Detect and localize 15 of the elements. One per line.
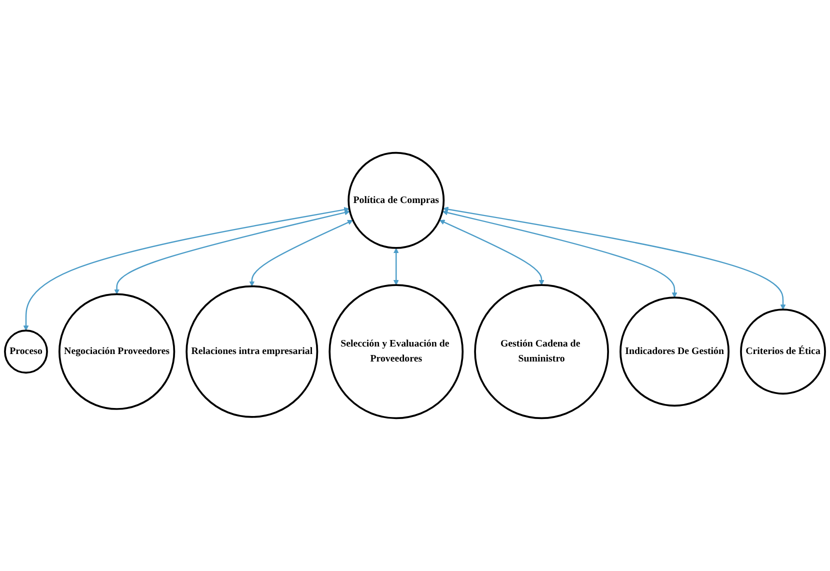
- arrow: [114, 210, 350, 294]
- node-circle: Selección y Evaluación de Proveedores: [328, 284, 464, 420]
- arrow: [443, 206, 786, 310]
- node-circle: Gestión Cadena de Suministro: [474, 284, 610, 420]
- arrow: [439, 220, 544, 286]
- node-circle: Negociación Proveedores: [58, 293, 176, 410]
- node-circle: Indicadores De Gestión: [620, 296, 730, 407]
- node-circle: Relaciones intra empresarial: [186, 285, 318, 418]
- arrow: [393, 248, 399, 286]
- arrow: [249, 220, 353, 287]
- node-circle: Criterios de Ética: [740, 308, 826, 395]
- arrow: [442, 210, 678, 298]
- node-circle: Proceso: [4, 330, 48, 374]
- node-circle: Política de Compras: [348, 152, 445, 249]
- arrow: [23, 207, 350, 331]
